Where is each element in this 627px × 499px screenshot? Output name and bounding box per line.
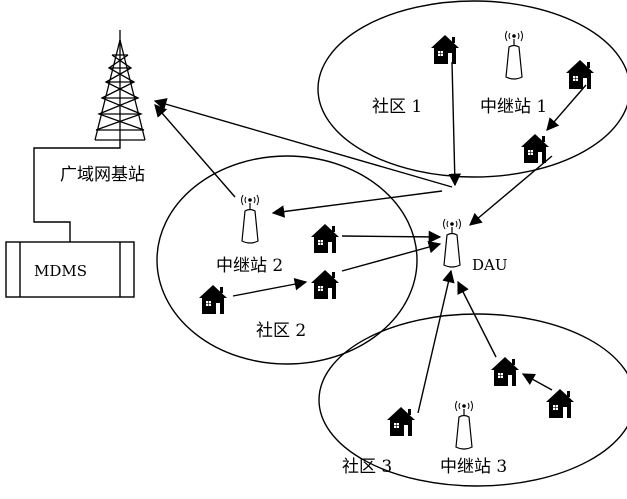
house-icon (491, 357, 519, 386)
relay-1-antenna-icon (504, 30, 524, 80)
flow-arrow (341, 230, 442, 244)
house-icon (546, 389, 574, 418)
flow-arrow (521, 373, 553, 391)
tower-mdms-link (33, 140, 121, 242)
flow-arrow (232, 277, 308, 297)
community-2-boundary (156, 155, 418, 365)
house-icon (311, 224, 339, 253)
house-icon (387, 407, 415, 436)
house-icon (431, 35, 459, 64)
house-icon (199, 285, 227, 314)
community-2-label: 社区 2 (256, 321, 306, 341)
flow-arrow (448, 61, 462, 187)
data-flow-arrows (153, 61, 587, 414)
community-1-label: 社区 1 (372, 97, 422, 117)
community-1-boundary (317, 0, 627, 178)
relay-3-label: 中继站 3 (440, 457, 507, 477)
house-icon (521, 134, 549, 163)
flow-arrow (457, 280, 497, 358)
dau-label: DAU (472, 256, 508, 274)
flow-arrow (417, 269, 455, 414)
community-3-label: 社区 3 (342, 457, 392, 477)
flow-arrow (469, 155, 553, 226)
server-box-icon (5, 241, 135, 298)
mdms-label: MDMS (34, 262, 87, 280)
flow-arrow (154, 104, 236, 198)
radio-tower-icon (94, 30, 146, 141)
relay-1-label: 中继站 1 (480, 97, 547, 117)
flow-arrow (341, 240, 442, 272)
relay-2-label: 中继站 2 (216, 256, 283, 276)
community-3-boundary (318, 313, 627, 487)
house-icon (566, 60, 594, 89)
relay-3-antenna-icon (454, 400, 474, 450)
flow-arrow (271, 190, 443, 218)
dau-antenna-icon (442, 218, 462, 268)
relay-2-antenna-icon (240, 194, 260, 244)
wan-station-label: 广域网基站 (60, 165, 145, 185)
flow-arrow (153, 98, 453, 188)
flow-arrow (546, 84, 587, 131)
house-icon (311, 270, 339, 299)
